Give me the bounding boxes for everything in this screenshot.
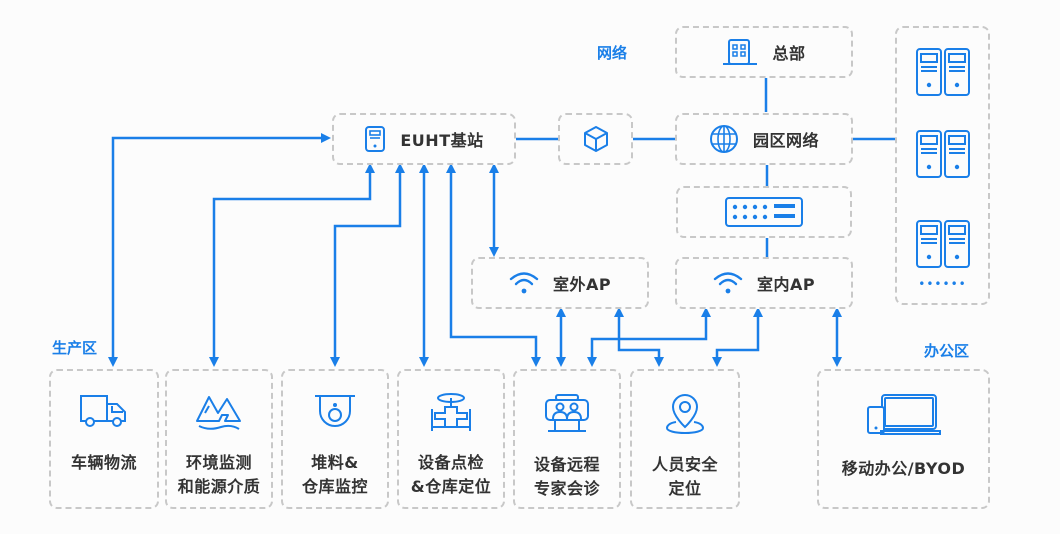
zone-label-office: 办公区 xyxy=(924,342,970,360)
wire-outdoor-ap-personnel xyxy=(614,307,664,367)
server-icon xyxy=(915,48,970,96)
server-cluster-node[interactable]: •••••• xyxy=(895,26,990,305)
app-node-personnel-safety[interactable]: 人员安全 定位 xyxy=(630,369,740,509)
zone-label-network: 网络 xyxy=(597,44,628,62)
outdoor-ap-node[interactable]: 室外AP xyxy=(471,257,649,309)
app-label-line2: &仓库定位 xyxy=(410,477,492,496)
wire-expert-euht xyxy=(446,163,541,367)
hq-label: 总部 xyxy=(772,44,806,63)
more-servers-indicator: •••••• xyxy=(918,277,967,291)
app-label-line1: 设备远程 xyxy=(533,455,600,474)
app-label-line2: 专家会诊 xyxy=(533,479,600,498)
app-node-remote-expert[interactable]: 设备远程 专家会诊 xyxy=(513,369,621,509)
location-pin-icon xyxy=(665,393,705,435)
devices-icon xyxy=(866,393,942,437)
base-station-icon xyxy=(364,125,386,153)
mountain-icon xyxy=(195,393,243,433)
valve-icon xyxy=(429,393,473,433)
wire-indoor-ap-personnel xyxy=(712,307,763,367)
byod-label: 移动办公/BYOD xyxy=(841,459,966,478)
truck-icon xyxy=(79,393,129,429)
switch-icon xyxy=(725,197,803,227)
app-node-vehicle-logistics[interactable]: 车辆物流 xyxy=(49,369,159,509)
campus-network-node[interactable]: 园区网络 xyxy=(675,113,853,165)
hq-node[interactable]: 总部 xyxy=(675,26,853,78)
app-label-line2: 定位 xyxy=(668,479,702,498)
building-icon xyxy=(722,38,758,66)
app-label-line1: 车辆物流 xyxy=(70,453,137,472)
outdoor-ap-label: 室外AP xyxy=(552,275,612,294)
app-label-line2: 和能源介质 xyxy=(177,477,261,496)
app-label-line1: 人员安全 xyxy=(651,455,718,474)
euht-label: EUHT基站 xyxy=(400,131,484,150)
app-label-line1: 堆料& xyxy=(311,453,359,472)
app-label-line1: 环境监测 xyxy=(185,453,252,472)
globe-icon xyxy=(709,124,739,154)
server-icon xyxy=(915,220,970,268)
zone-label-production: 生产区 xyxy=(52,339,98,357)
app-node-stockpile-monitoring[interactable]: 堆料& 仓库监控 xyxy=(281,369,389,509)
app-node-environment-monitoring[interactable]: 环境监测 和能源介质 xyxy=(165,369,273,509)
video-conference-icon xyxy=(544,393,590,435)
wire-stock-euht xyxy=(330,163,405,367)
indoor-ap-label: 室内AP xyxy=(756,275,816,294)
indoor-ap-node[interactable]: 室内AP xyxy=(675,257,853,309)
camera-icon xyxy=(313,393,357,433)
app-node-equipment-inspection[interactable]: 设备点检 &仓库定位 xyxy=(397,369,505,509)
cube-icon xyxy=(581,124,611,154)
app-label-line1: 设备点检 xyxy=(417,453,484,472)
wire-indoor-ap-expert xyxy=(587,307,711,367)
app-node-mobile-office-byod[interactable]: 移动办公/BYOD xyxy=(817,369,990,509)
gateway-node[interactable] xyxy=(558,113,633,165)
switch-node[interactable] xyxy=(676,186,852,238)
euht-base-station-node[interactable]: EUHT基站 xyxy=(332,113,516,165)
wire-env-euht xyxy=(209,163,375,367)
wifi-icon xyxy=(713,271,743,295)
app-label-line2: 仓库监控 xyxy=(301,477,368,496)
wire-vehicle-euht xyxy=(108,133,331,367)
campus-network-label: 园区网络 xyxy=(752,131,819,150)
wifi-icon xyxy=(509,271,539,295)
server-icon xyxy=(915,130,970,178)
